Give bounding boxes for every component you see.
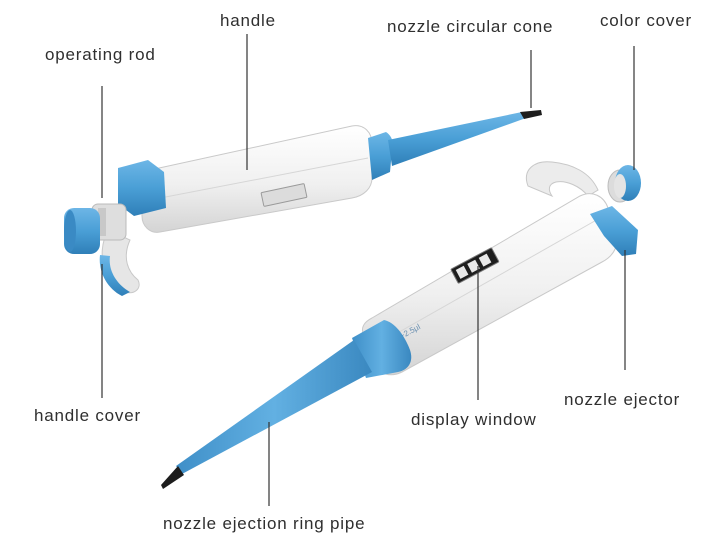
label-nozzle-circular-cone: nozzle circular cone <box>387 17 554 36</box>
nozzle-ejector-left <box>118 160 166 216</box>
display-window-right <box>450 247 500 284</box>
nozzle-end-right <box>161 466 184 489</box>
label-display-window: display window <box>411 410 537 429</box>
pipette-left <box>64 110 542 296</box>
leader-lines <box>101 34 635 506</box>
display-window-left <box>260 183 308 207</box>
nozzle-end-left <box>520 110 542 119</box>
label-nozzle-ejector: nozzle ejector <box>564 390 681 409</box>
pipette-right: 0.1~2.5μl <box>161 161 641 489</box>
label-handle-cover: handle cover <box>34 406 141 425</box>
label-color-cover: color cover <box>600 11 692 30</box>
handle-body-right <box>361 193 618 376</box>
nozzle-tip-left <box>388 112 526 166</box>
label-operating-rod: operating rod <box>45 45 156 64</box>
label-nozzle-ejection-ring-pipe: nozzle ejection ring pipe <box>163 514 366 533</box>
nozzle-cone-base-left <box>368 132 393 180</box>
handle-cover-left <box>99 255 130 296</box>
nozzle-ejector-right <box>590 206 638 256</box>
finger-hook-right <box>526 161 599 198</box>
nozzle-tip-right <box>176 340 372 474</box>
label-handle: handle <box>220 11 276 30</box>
